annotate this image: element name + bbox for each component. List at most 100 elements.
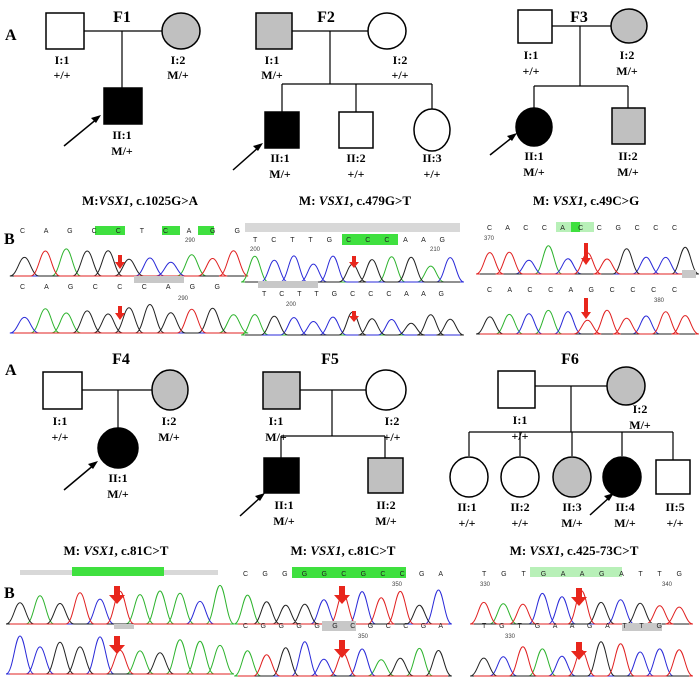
f3-i2-female-symbol <box>610 8 648 44</box>
sequence-highlight <box>198 226 214 235</box>
panel-label-b-top: B <box>4 231 15 248</box>
trace-f4-top <box>5 584 235 625</box>
trace-line <box>234 647 448 677</box>
f4-i2-label: I:2 <box>162 414 177 428</box>
trace-line <box>14 250 249 277</box>
red-arrow-icon <box>581 243 591 265</box>
f5-i2-genotype: +/+ <box>383 430 400 444</box>
f3-i1-label: I:1 <box>524 48 539 62</box>
red-arrow-icon <box>334 640 350 658</box>
sequence-highlight <box>95 226 125 235</box>
trace-line <box>5 635 230 675</box>
f3-ii2-male-symbol <box>611 107 646 145</box>
mutation-title-f1: M:VSX1, c.1025G>A <box>82 193 199 208</box>
family-title-f3: F3 <box>570 9 588 26</box>
f4-i1-male-symbol <box>42 371 83 410</box>
trace-line <box>474 643 694 677</box>
sequence-bases: T C T T G C C C A A G <box>253 237 445 244</box>
f6-ii2-female-symbol <box>500 456 540 498</box>
f4-ii1-label: II:1 <box>108 471 127 485</box>
f3-ii1-genotype: M/+ <box>523 165 545 179</box>
trace-line <box>480 245 695 275</box>
f5-i2-label: I:2 <box>385 414 400 428</box>
f6-ii1-label: II:1 <box>457 500 476 514</box>
trace-line <box>480 311 695 335</box>
f6-ii3-female-symbol <box>552 456 592 498</box>
mutation-title-f5: M: VSX1, c.81C>T <box>291 543 396 558</box>
red-arrow-icon <box>571 642 587 660</box>
f4-i1-label: I:1 <box>53 414 68 428</box>
trace-f3-top <box>475 245 699 275</box>
f4-ii1-female-symbol <box>97 427 139 469</box>
f6-ii5-male-symbol <box>655 459 691 495</box>
sequence-bases: C A G C C T C A G G <box>20 228 240 235</box>
trace-line <box>475 316 695 335</box>
red-arrow-icon <box>334 586 350 604</box>
red-arrow-icon <box>109 586 125 604</box>
f6-ii1-genotype: +/+ <box>458 516 475 530</box>
sequence-bar <box>682 270 696 278</box>
sequence-bar <box>134 276 184 283</box>
trace-line <box>238 601 448 625</box>
pedigree-f1: F1 I:1 +/+ I:2 M/+ II:1 M/+ <box>45 9 201 158</box>
pedigree-f5: F5 I:1 M/+ I:2 +/+ II:1 M/+ II:2 M/+ <box>239 351 407 528</box>
f6-ii4-genotype: M/+ <box>614 516 636 530</box>
sequence-bases: C A C C A C C G C C C <box>487 225 677 232</box>
sequence-bases: C A C C A G C C C C <box>487 287 677 294</box>
family-title-f1: F1 <box>113 9 131 26</box>
trace-line <box>10 641 230 675</box>
panel-label-a-bottom: A <box>5 362 17 379</box>
sequence-highlight <box>571 222 580 232</box>
f6-ii4-label: II:4 <box>615 500 634 514</box>
f2-i1-label: I:1 <box>265 53 280 67</box>
trace-f1-bottom <box>9 303 249 334</box>
f2-proband-arrow <box>232 143 263 171</box>
trace-line <box>474 601 689 625</box>
f1-i2-label: I:2 <box>171 53 186 67</box>
f2-ii1-label: II:1 <box>270 151 289 165</box>
sequence-tick: 330 <box>480 582 491 588</box>
sequence-highlight <box>342 234 398 245</box>
red-arrow-icon <box>115 306 125 320</box>
trace-line <box>238 652 448 677</box>
f3-i2-label: I:2 <box>620 48 635 62</box>
f6-i1-male-symbol <box>497 370 536 409</box>
f3-i1-genotype: +/+ <box>522 64 539 78</box>
f1-ii1-label: II:1 <box>112 128 131 142</box>
sequence-highlight <box>72 567 164 576</box>
chromatogram-f6: T G T G A A G A T T G 330 340 T G T G A … <box>469 567 694 677</box>
trace-line <box>14 308 249 334</box>
f6-proband-arrow <box>589 493 614 516</box>
trace-f6-bottom <box>469 641 694 677</box>
sequence-tick: 370 <box>484 236 495 242</box>
f2-i1-male-symbol <box>255 12 293 50</box>
family-title-f2: F2 <box>317 9 335 26</box>
chromatogram-f1: C A G C C T C A G G 290 C A G C C C A G … <box>9 226 249 334</box>
trace-line <box>10 639 235 675</box>
trace-line <box>238 647 452 677</box>
f2-ii1-male-symbol <box>264 111 300 149</box>
f5-i2-female-symbol <box>365 369 407 411</box>
chromatogram-f4 <box>5 567 235 675</box>
trace-line <box>238 589 453 625</box>
f6-i1-genotype: +/+ <box>511 429 528 443</box>
trace-line <box>14 248 244 277</box>
trace-line <box>9 250 244 277</box>
f2-ii2-genotype: +/+ <box>347 167 364 181</box>
trace-line <box>10 584 235 625</box>
f6-ii2-genotype: +/+ <box>511 516 528 530</box>
red-arrow-icon <box>349 256 359 268</box>
f2-i2-genotype: +/+ <box>391 68 408 82</box>
sequence-tick: 290 <box>178 296 189 302</box>
f6-i2-genotype: M/+ <box>629 418 651 432</box>
f3-ii2-label: II:2 <box>618 149 637 163</box>
trace-line <box>9 316 244 334</box>
f1-i1-genotype: +/+ <box>53 68 70 82</box>
f3-proband-arrow <box>489 133 517 156</box>
mutation-title-f4: M: VSX1, c.81C>T <box>64 543 169 558</box>
sequence-bar <box>114 624 134 629</box>
chromatogram-f2: T C T T G C C C A A G 200 210 T C T T G … <box>240 223 465 336</box>
sequence-tick: 330 <box>505 634 516 640</box>
sequence-bases: C G G G G C G C C G A <box>243 571 443 578</box>
